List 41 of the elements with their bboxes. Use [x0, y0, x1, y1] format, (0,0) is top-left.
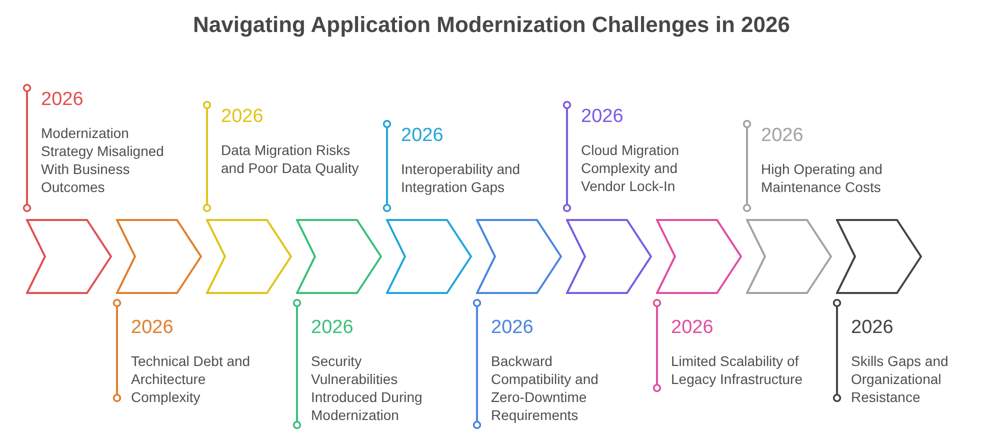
year-label: 2026 — [761, 124, 804, 148]
challenge-text: Limited Scalability of Legacy Infrastructure — [671, 352, 804, 388]
challenge-text: High Operating and Maintenance Costs — [761, 160, 884, 196]
chevron-step — [476, 219, 562, 294]
chevron-step — [836, 219, 922, 294]
chevron-step — [26, 219, 112, 294]
title: Navigating Application Modernization Challenges in 2026 — [192, 12, 791, 38]
timeline-pin — [292, 298, 302, 430]
timeline-pin — [382, 120, 392, 212]
timeline-pin — [472, 298, 482, 430]
timeline-pin — [832, 298, 842, 402]
chevron-step — [116, 219, 202, 294]
chevron-step — [206, 219, 292, 294]
challenge-text: Skills Gaps and Organizational Resistance — [851, 352, 950, 406]
timeline-pin — [652, 298, 662, 392]
year-label: 2026 — [581, 105, 624, 129]
chevron-step — [386, 219, 472, 294]
chevron-step — [656, 219, 742, 294]
challenge-text: Cloud Migration Complexity and Vendor Lock-In — [581, 141, 680, 195]
chevron-step — [296, 219, 382, 294]
challenge-text: Security Vulnerabilities Introduced During Modernization — [311, 352, 424, 424]
year-label: 2026 — [401, 124, 444, 148]
chevron-step — [746, 219, 832, 294]
timeline-pin — [562, 100, 572, 212]
year-label: 2026 — [491, 316, 534, 340]
timeline-pin — [742, 120, 752, 212]
year-label: 2026 — [671, 316, 714, 340]
challenge-text: Data Migration Risks and Poor Data Quality — [221, 141, 360, 177]
year-label: 2026 — [221, 105, 264, 129]
chevron-step — [566, 219, 652, 294]
year-label: 2026 — [311, 316, 354, 340]
challenge-text: Technical Debt and Architecture Complexity — [131, 352, 252, 406]
year-label: 2026 — [851, 316, 894, 340]
challenge-text: Modernization Strategy Misaligned With Business Outcomes — [41, 124, 165, 196]
timeline-pin — [22, 84, 32, 212]
year-label: 2026 — [41, 88, 84, 112]
timeline-pin — [202, 100, 212, 212]
challenge-text: Interoperability and Integration Gaps — [401, 160, 522, 196]
timeline-pin — [112, 298, 122, 402]
challenge-text: Backward Compatibility and Zero-Downtime Requirements — [491, 352, 600, 424]
year-label: 2026 — [131, 316, 174, 340]
